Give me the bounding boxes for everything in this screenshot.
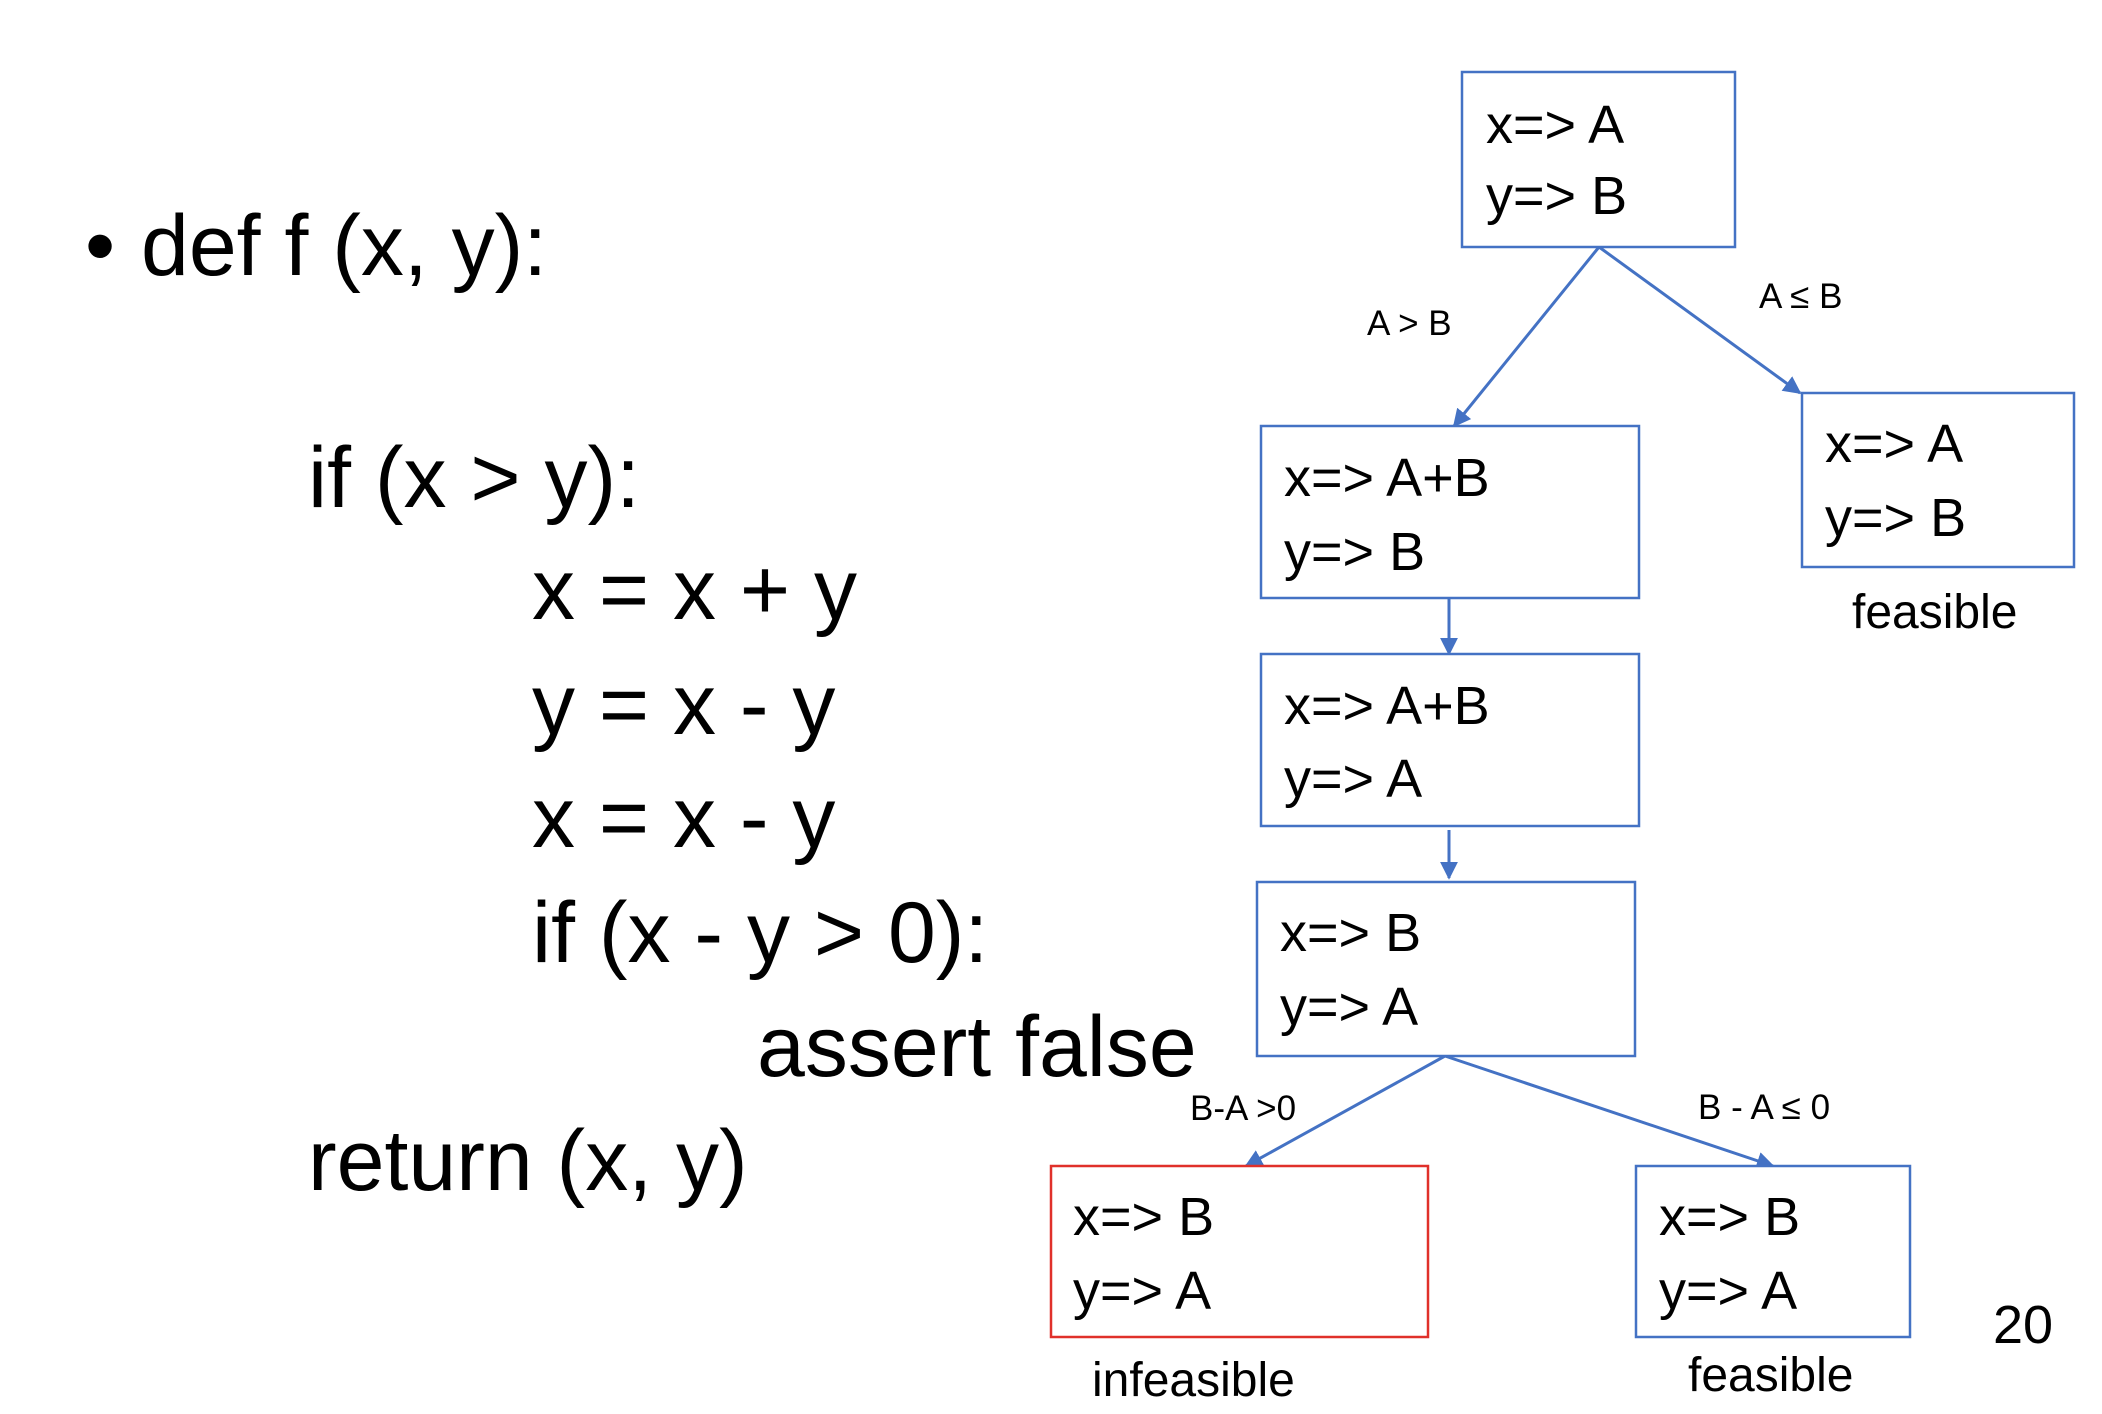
code-line: return (x, y) bbox=[308, 1113, 748, 1209]
edge-label: A > B bbox=[1367, 304, 1452, 343]
status-label: feasible bbox=[1852, 586, 2017, 639]
slide-number: 20 bbox=[1993, 1295, 2053, 1355]
code-line: x = x + y bbox=[532, 542, 857, 638]
edge-a-le-b bbox=[1598, 245, 1802, 395]
edge-a-gt-b bbox=[1452, 246, 1601, 428]
code-line: x = x - y bbox=[532, 770, 835, 866]
node-y: y=> A bbox=[1284, 749, 1422, 809]
node-y: y=> B bbox=[1284, 522, 1425, 582]
node-x: x=> B bbox=[1659, 1187, 1800, 1247]
node-step2: x=> A+B y=> A bbox=[1259, 652, 1641, 828]
node-y: y=> A bbox=[1280, 977, 1418, 1037]
node-assert-branch: x=> B y=> A bbox=[1049, 1164, 1430, 1339]
edge-label: B - A ≤ 0 bbox=[1698, 1088, 1830, 1127]
node-x: x=> A+B bbox=[1284, 448, 1490, 508]
code-block: • def f (x, y): if (x > y): x = x + y y … bbox=[85, 198, 1197, 1209]
node-step3: x=> B y=> A bbox=[1255, 880, 1637, 1058]
bullet: • bbox=[85, 198, 115, 294]
edge-label: A ≤ B bbox=[1759, 277, 1842, 316]
node-y: y=> B bbox=[1825, 488, 1966, 548]
status-label: feasible bbox=[1688, 1349, 1853, 1402]
node-x: x=> B bbox=[1280, 903, 1421, 963]
code-line: y = x - y bbox=[532, 657, 835, 753]
edge-b-minus-a-gt-0 bbox=[1244, 1054, 1446, 1168]
node-y: y=> A bbox=[1659, 1261, 1797, 1321]
code-line: assert false bbox=[757, 999, 1197, 1095]
node-x: x=> B bbox=[1073, 1187, 1214, 1247]
code-line: if (x > y): bbox=[308, 430, 640, 526]
node-else: x=> A y=> B bbox=[1800, 391, 2076, 569]
edge-b-minus-a-le-0 bbox=[1444, 1054, 1775, 1170]
node-return-branch: x=> B y=> A bbox=[1634, 1164, 1912, 1339]
node-y: y=> B bbox=[1486, 166, 1627, 226]
node-y: y=> A bbox=[1073, 1261, 1211, 1321]
code-line: def f (x, y): bbox=[141, 198, 547, 294]
node-root: x=> A y=> B bbox=[1460, 70, 1737, 249]
node-then: x=> A+B y=> B bbox=[1259, 424, 1641, 600]
node-x: x=> A bbox=[1825, 414, 1963, 474]
node-x: x=> A bbox=[1486, 95, 1624, 155]
node-x: x=> A+B bbox=[1284, 676, 1490, 736]
code-line: if (x - y > 0): bbox=[532, 885, 988, 981]
edges bbox=[1244, 245, 1802, 1170]
edge-label: B-A >0 bbox=[1190, 1089, 1296, 1128]
status-label: infeasible bbox=[1092, 1354, 1295, 1407]
